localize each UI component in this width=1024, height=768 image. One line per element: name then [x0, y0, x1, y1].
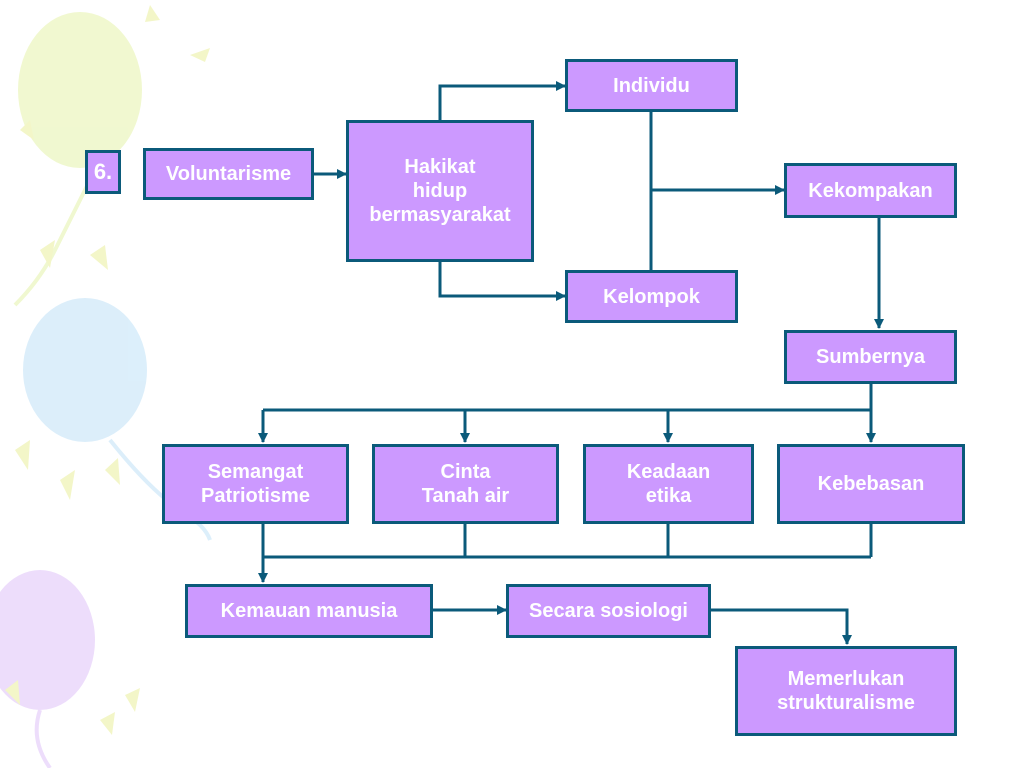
box-hakikat-hidup-bermasyarakat: Hakikat hidup bermasyarakat: [346, 120, 534, 262]
arrow-hakikat-kelompok: [438, 262, 566, 301]
box-semangat-patriotisme: Semangat Patriotisme: [162, 444, 349, 524]
box-keadaan-etika: Keadaan etika: [583, 444, 754, 524]
sparkle-icons: [5, 5, 210, 735]
balloon-green-icon: [18, 12, 142, 168]
box-kebebasan: Kebebasan: [777, 444, 965, 524]
arrow-hakikat-individu: [438, 81, 566, 120]
box-sumbernya: Sumbernya: [784, 330, 957, 384]
box-secara-sosiologi: Secara sosiologi: [506, 584, 711, 638]
box-individu: Individu: [565, 59, 738, 112]
box-cinta-tanah-air: Cinta Tanah air: [372, 444, 559, 524]
arrow-sosiologi-memerlukan: [711, 608, 852, 645]
slide-number: 6.: [85, 150, 121, 194]
box-kemauan-manusia: Kemauan manusia: [185, 584, 433, 638]
box-kekompakan: Kekompakan: [784, 163, 957, 218]
box-voluntarisme: Voluntarisme: [143, 148, 314, 200]
box-kelompok: Kelompok: [565, 270, 738, 323]
box-memerlukan-strukturalisme: Memerlukan strukturalisme: [735, 646, 957, 736]
balloon-purple-icon: [0, 570, 95, 710]
balloon-blue-icon: [23, 298, 147, 442]
